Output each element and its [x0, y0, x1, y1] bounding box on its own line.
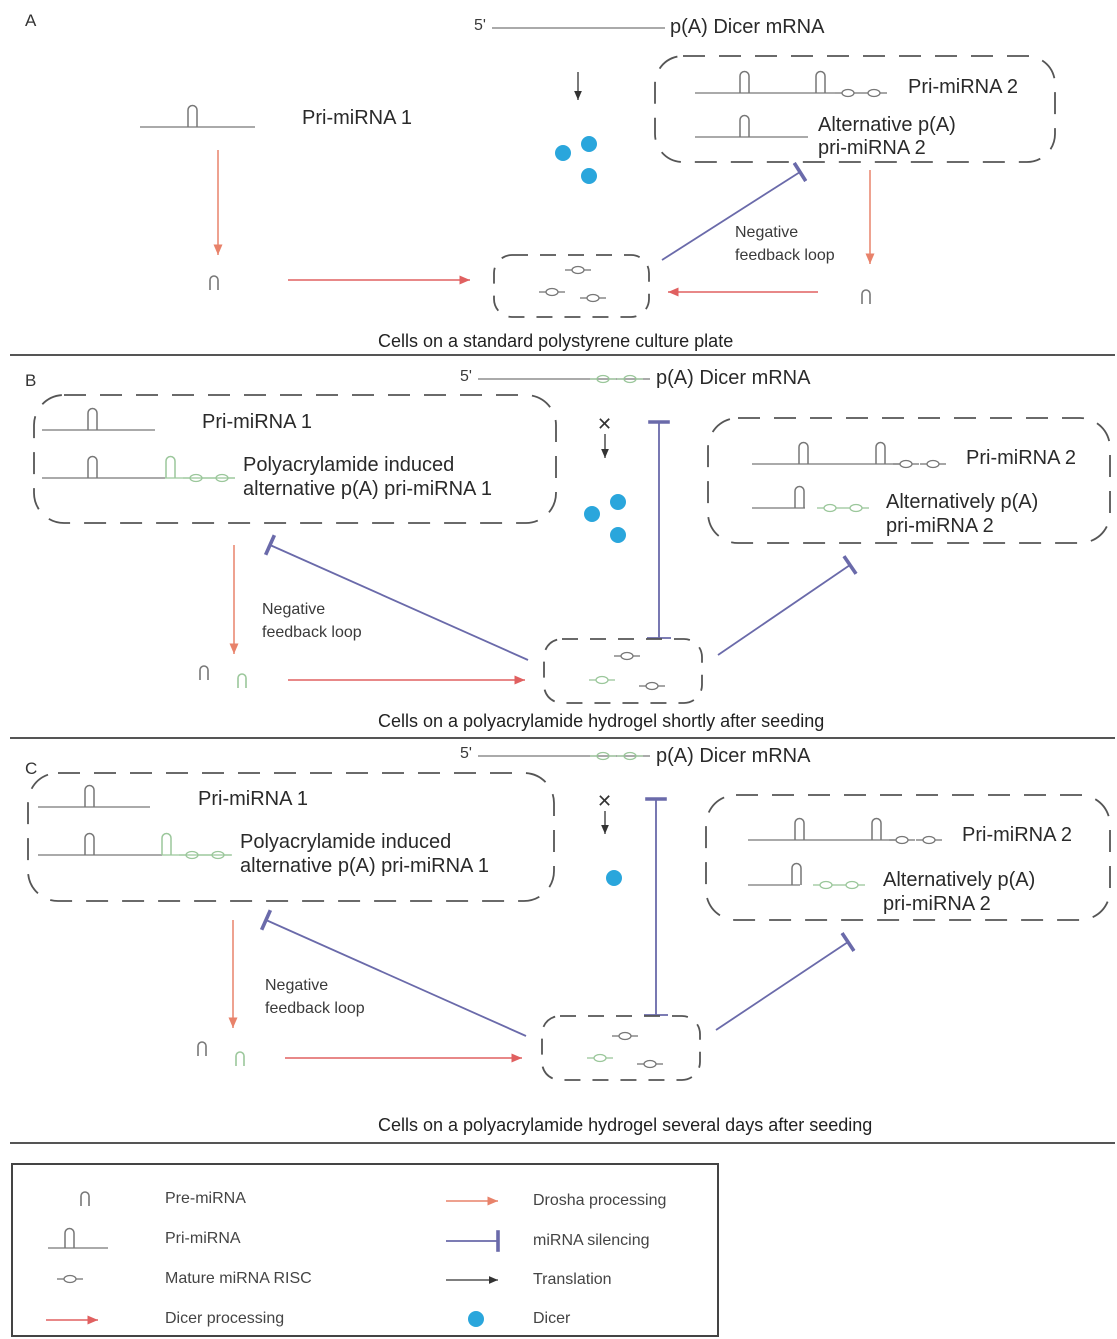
dicer-dot — [606, 870, 622, 886]
panel-a-five-prime: 5' — [474, 17, 486, 34]
panel-b-caption: Cells on a polyacrylamide hydrogel short… — [378, 711, 825, 731]
dicer-dot — [610, 494, 626, 510]
panel-b-induced-label-2: alternative p(A) pri-miRNA 1 — [243, 478, 492, 500]
panel-b-dicer-mrna-label: p(A) Dicer mRNA — [656, 367, 811, 389]
panel-a-feedback-label-1: Negative — [735, 224, 799, 241]
panel-a-alt-pri-mirna-2-label-1: Alternative p(A) — [818, 114, 956, 136]
panel-c-feedback-label-1: Negative — [265, 977, 329, 994]
panel-b-alt-pri-mirna-2-label-1: Alternatively p(A) — [886, 491, 1039, 513]
svg-text:✕: ✕ — [597, 791, 612, 811]
legend-mirna-silencing: miRNA silencing — [533, 1232, 650, 1249]
panel-c-pri-mirna-2-label: Pri-miRNA 2 — [962, 824, 1073, 846]
panel-b-feedback-label-2: feedback loop — [262, 624, 362, 641]
legend-dicer-processing: Dicer processing — [165, 1310, 285, 1327]
panel-c: ✕ — [10, 751, 1115, 1144]
dicer-dot — [610, 527, 626, 543]
panel-b-alt-pri-mirna-2-label-2: pri-miRNA 2 — [886, 515, 994, 537]
panel-b: ✕ — [10, 374, 1115, 739]
panel-c-induced-label-2: alternative p(A) pri-miRNA 1 — [240, 855, 489, 877]
legend-pri-mirna: Pri-miRNA — [165, 1230, 241, 1247]
panel-a-pri-mirna-1-label: Pri-miRNA 1 — [302, 107, 413, 129]
svg-text:✕: ✕ — [597, 414, 612, 434]
panel-a — [10, 27, 1115, 356]
dicer-dot — [581, 136, 597, 152]
panel-a-pri-mirna-2-label: Pri-miRNA 2 — [908, 76, 1019, 98]
legend-translation: Translation — [533, 1271, 612, 1288]
dicer-dot — [584, 506, 600, 522]
panel-a-letter: A — [25, 11, 37, 30]
panel-a-alt-pri-mirna-2-label-2: pri-miRNA 2 — [818, 137, 926, 159]
panel-a-caption: Cells on a standard polystyrene culture … — [378, 331, 734, 351]
legend-dicer: Dicer — [533, 1310, 571, 1327]
panel-c-letter: C — [25, 759, 38, 778]
panel-b-feedback-label-1: Negative — [262, 601, 326, 618]
legend-pre-mirna: Pre-miRNA — [165, 1190, 246, 1207]
legend-mature-risc: Mature miRNA RISC — [165, 1270, 312, 1287]
panel-b-five-prime: 5' — [460, 368, 472, 385]
panel-c-induced-label-1: Polyacrylamide induced — [240, 831, 452, 853]
panel-b-pri-mirna-2-label: Pri-miRNA 2 — [966, 447, 1077, 469]
panel-a-dicer-mrna-label: p(A) Dicer mRNA — [670, 16, 825, 38]
legend — [11, 1163, 719, 1337]
dicer-dot — [581, 168, 597, 184]
dicer-dot — [468, 1311, 484, 1327]
panel-c-alt-pri-mirna-2-label-1: Alternatively p(A) — [883, 869, 1036, 891]
dicer-dot — [555, 145, 571, 161]
panel-c-alt-pri-mirna-2-label-2: pri-miRNA 2 — [883, 893, 991, 915]
panel-c-caption: Cells on a polyacrylamide hydrogel sever… — [378, 1115, 873, 1135]
panel-b-pri-mirna-1-label: Pri-miRNA 1 — [202, 411, 313, 433]
panel-c-pri-mirna-1-label: Pri-miRNA 1 — [198, 788, 309, 810]
panel-b-letter: B — [25, 371, 37, 390]
panel-b-induced-label-1: Polyacrylamide induced — [243, 454, 455, 476]
panel-c-five-prime: 5' — [460, 745, 472, 762]
panel-c-feedback-label-2: feedback loop — [265, 1000, 365, 1017]
legend-drosha-processing: Drosha processing — [533, 1192, 667, 1209]
panel-c-dicer-mrna-label: p(A) Dicer mRNA — [656, 745, 811, 767]
panel-a-feedback-label-2: feedback loop — [735, 247, 835, 264]
